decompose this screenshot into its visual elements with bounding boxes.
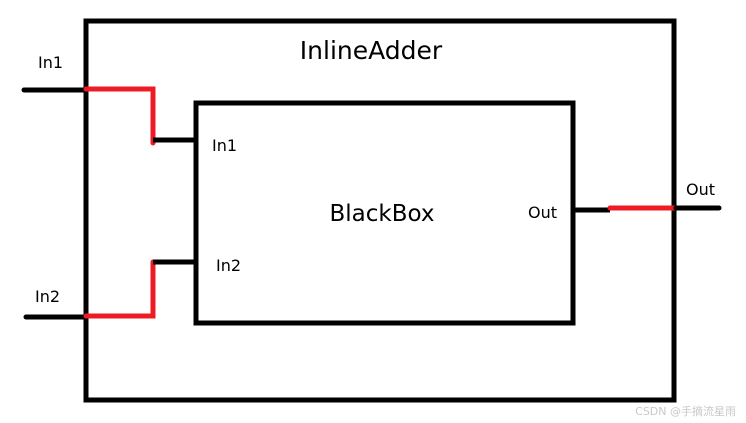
in1-connection-highlight	[83, 86, 156, 146]
outer-out-label: Out	[686, 180, 715, 199]
watermark: CSDN @手摘流星雨	[635, 404, 736, 418]
inner-block-blackbox	[193, 100, 576, 326]
outer-block-title: InlineAdder	[300, 36, 443, 65]
outer-in2-label: In2	[35, 287, 60, 306]
in2-connection-highlight	[83, 259, 156, 319]
inner-in1-label: In1	[212, 136, 237, 155]
inner-block-title: BlackBox	[330, 201, 435, 227]
inner-in2-label: In2	[216, 256, 241, 275]
inner-out-label: Out	[528, 203, 557, 222]
outer-in1-label: In1	[38, 53, 63, 72]
